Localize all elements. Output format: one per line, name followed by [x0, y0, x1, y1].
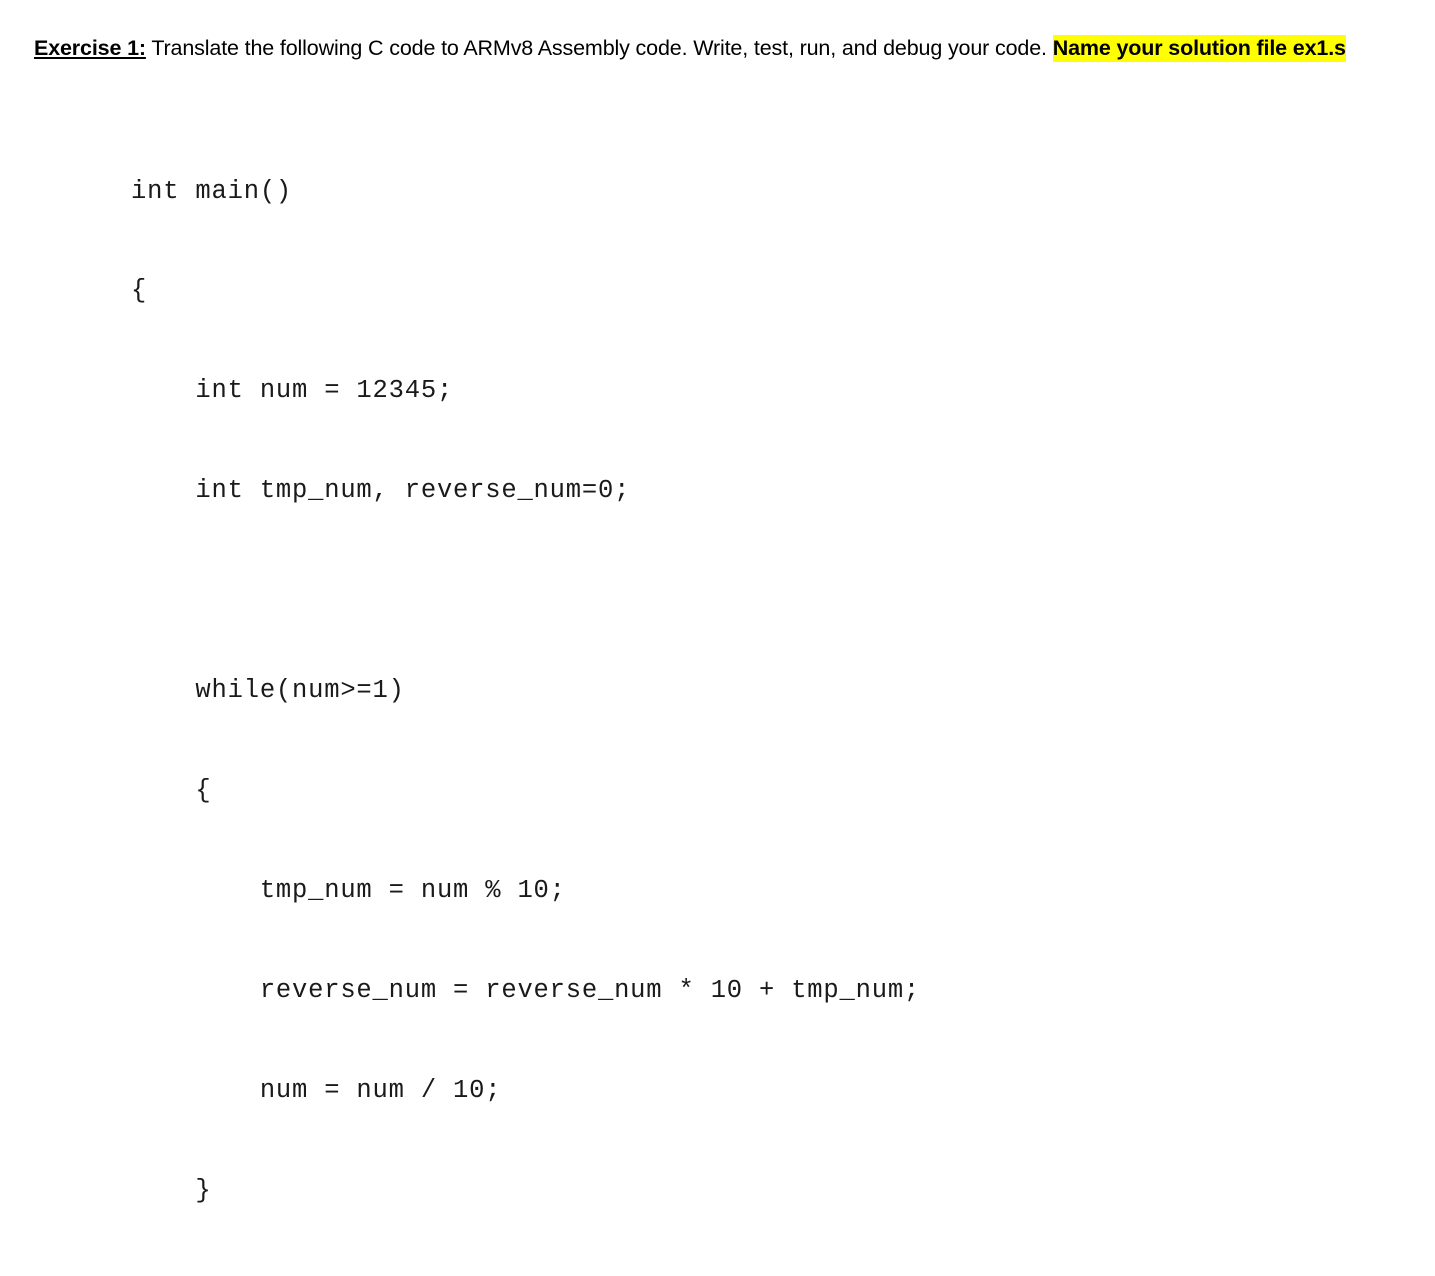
code-line: num = num / 10;: [131, 1075, 502, 1105]
code-line: int main(): [131, 176, 293, 206]
code-line: }: [131, 1175, 212, 1205]
code-line: {: [131, 775, 212, 805]
code-line: {: [131, 276, 148, 306]
code-line: tmp_num = num % 10;: [131, 875, 566, 905]
exercise-label: Exercise 1:: [34, 35, 146, 60]
exercise-instruction-text: Translate the following C code to ARMv8 …: [145, 35, 1053, 60]
document-page: Exercise 1: Translate the following C co…: [34, 32, 1394, 1205]
code-line: while(num>=1): [131, 676, 405, 706]
exercise-prompt: Exercise 1: Translate the following C co…: [34, 32, 1394, 64]
code-line: int tmp_num, reverse_num=0;: [131, 476, 631, 506]
code-line: int num = 12345;: [131, 376, 454, 406]
code-line: reverse_num = reverse_num * 10 + tmp_num…: [131, 975, 921, 1005]
exercise-highlighted-note: Name your solution file ex1.s: [1052, 34, 1346, 62]
code-line-blank: [131, 1273, 920, 1276]
code-line-blank: [131, 574, 920, 607]
c-code-listing: int main() { int num = 12345; int tmp_nu…: [131, 108, 920, 1276]
